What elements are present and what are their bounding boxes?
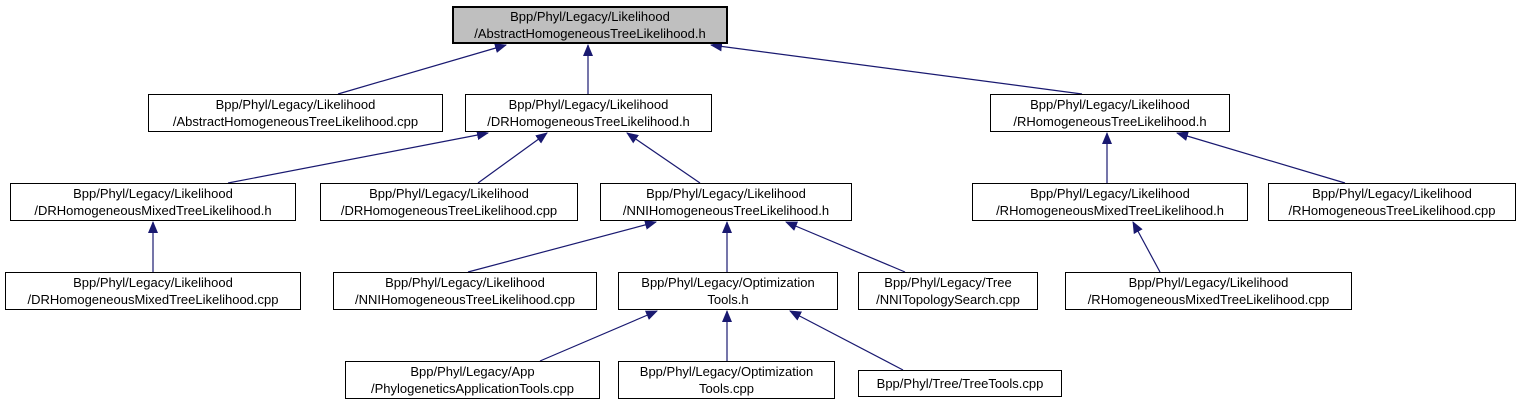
- node-r-homogeneous-tree-likelihood-cpp[interactable]: Bpp/Phyl/Legacy/Likelihood /RHomogeneous…: [1268, 183, 1516, 221]
- node-abstract-homogeneous-tree-likelihood-h[interactable]: Bpp/Phyl/Legacy/Likelihood /AbstractHomo…: [452, 6, 728, 44]
- edge-r_mixed_cpp->r_mixed_h: [1132, 221, 1161, 273]
- node-r-homogeneous-tree-likelihood-h[interactable]: Bpp/Phyl/Legacy/Likelihood /RHomogeneous…: [990, 94, 1230, 132]
- node-r-homogeneous-mixed-tree-likelihood-h[interactable]: Bpp/Phyl/Legacy/Likelihood /RHomogeneous…: [972, 183, 1248, 221]
- node-nni-homogeneous-tree-likelihood-cpp[interactable]: Bpp/Phyl/Legacy/Likelihood /NNIHomogeneo…: [333, 272, 597, 310]
- node-tree-tools-cpp[interactable]: Bpp/Phyl/Tree/TreeTools.cpp: [858, 370, 1062, 397]
- edge-r_cpp->r_h: [1176, 131, 1346, 184]
- node-optimization-tools-cpp[interactable]: Bpp/Phyl/Legacy/Optimization Tools.cpp: [618, 361, 835, 399]
- edge-abstract_cpp->root: [337, 43, 507, 95]
- node-r-homogeneous-mixed-tree-likelihood-cpp[interactable]: Bpp/Phyl/Legacy/Likelihood /RHomogeneous…: [1065, 272, 1352, 310]
- node-dr-homogeneous-tree-likelihood-cpp[interactable]: Bpp/Phyl/Legacy/Likelihood /DRHomogeneou…: [320, 183, 578, 221]
- node-nni-homogeneous-tree-likelihood-h[interactable]: Bpp/Phyl/Legacy/Likelihood /NNIHomogeneo…: [600, 183, 852, 221]
- edge-dr_cpp->dr_h: [477, 132, 548, 184]
- node-dr-homogeneous-mixed-tree-likelihood-h[interactable]: Bpp/Phyl/Legacy/Likelihood /DRHomogeneou…: [10, 183, 296, 221]
- node-nni-topology-search-cpp[interactable]: Bpp/Phyl/Legacy/Tree /NNITopologySearch.…: [858, 272, 1038, 310]
- node-phylogenetics-application-tools-cpp[interactable]: Bpp/Phyl/Legacy/App /PhylogeneticsApplic…: [345, 361, 600, 399]
- edge-dr_mixed_h->dr_h: [227, 130, 489, 184]
- edge-r_h->root: [710, 41, 1083, 95]
- edge-phylo_app_cpp->opt_h: [539, 310, 658, 362]
- edge-nni_h->dr_h: [626, 132, 701, 184]
- node-dr-homogeneous-mixed-tree-likelihood-cpp[interactable]: Bpp/Phyl/Legacy/Likelihood /DRHomogeneou…: [5, 272, 301, 310]
- edge-nni_topo_cpp->nni_h: [785, 221, 906, 273]
- node-abstract-homogeneous-tree-likelihood-cpp[interactable]: Bpp/Phyl/Legacy/Likelihood /AbstractHomo…: [148, 94, 443, 132]
- node-optimization-tools-h[interactable]: Bpp/Phyl/Legacy/Optimization Tools.h: [618, 272, 838, 310]
- edge-nni_cpp->nni_h: [467, 219, 657, 273]
- node-dr-homogeneous-tree-likelihood-h[interactable]: Bpp/Phyl/Legacy/Likelihood /DRHomogeneou…: [465, 94, 712, 132]
